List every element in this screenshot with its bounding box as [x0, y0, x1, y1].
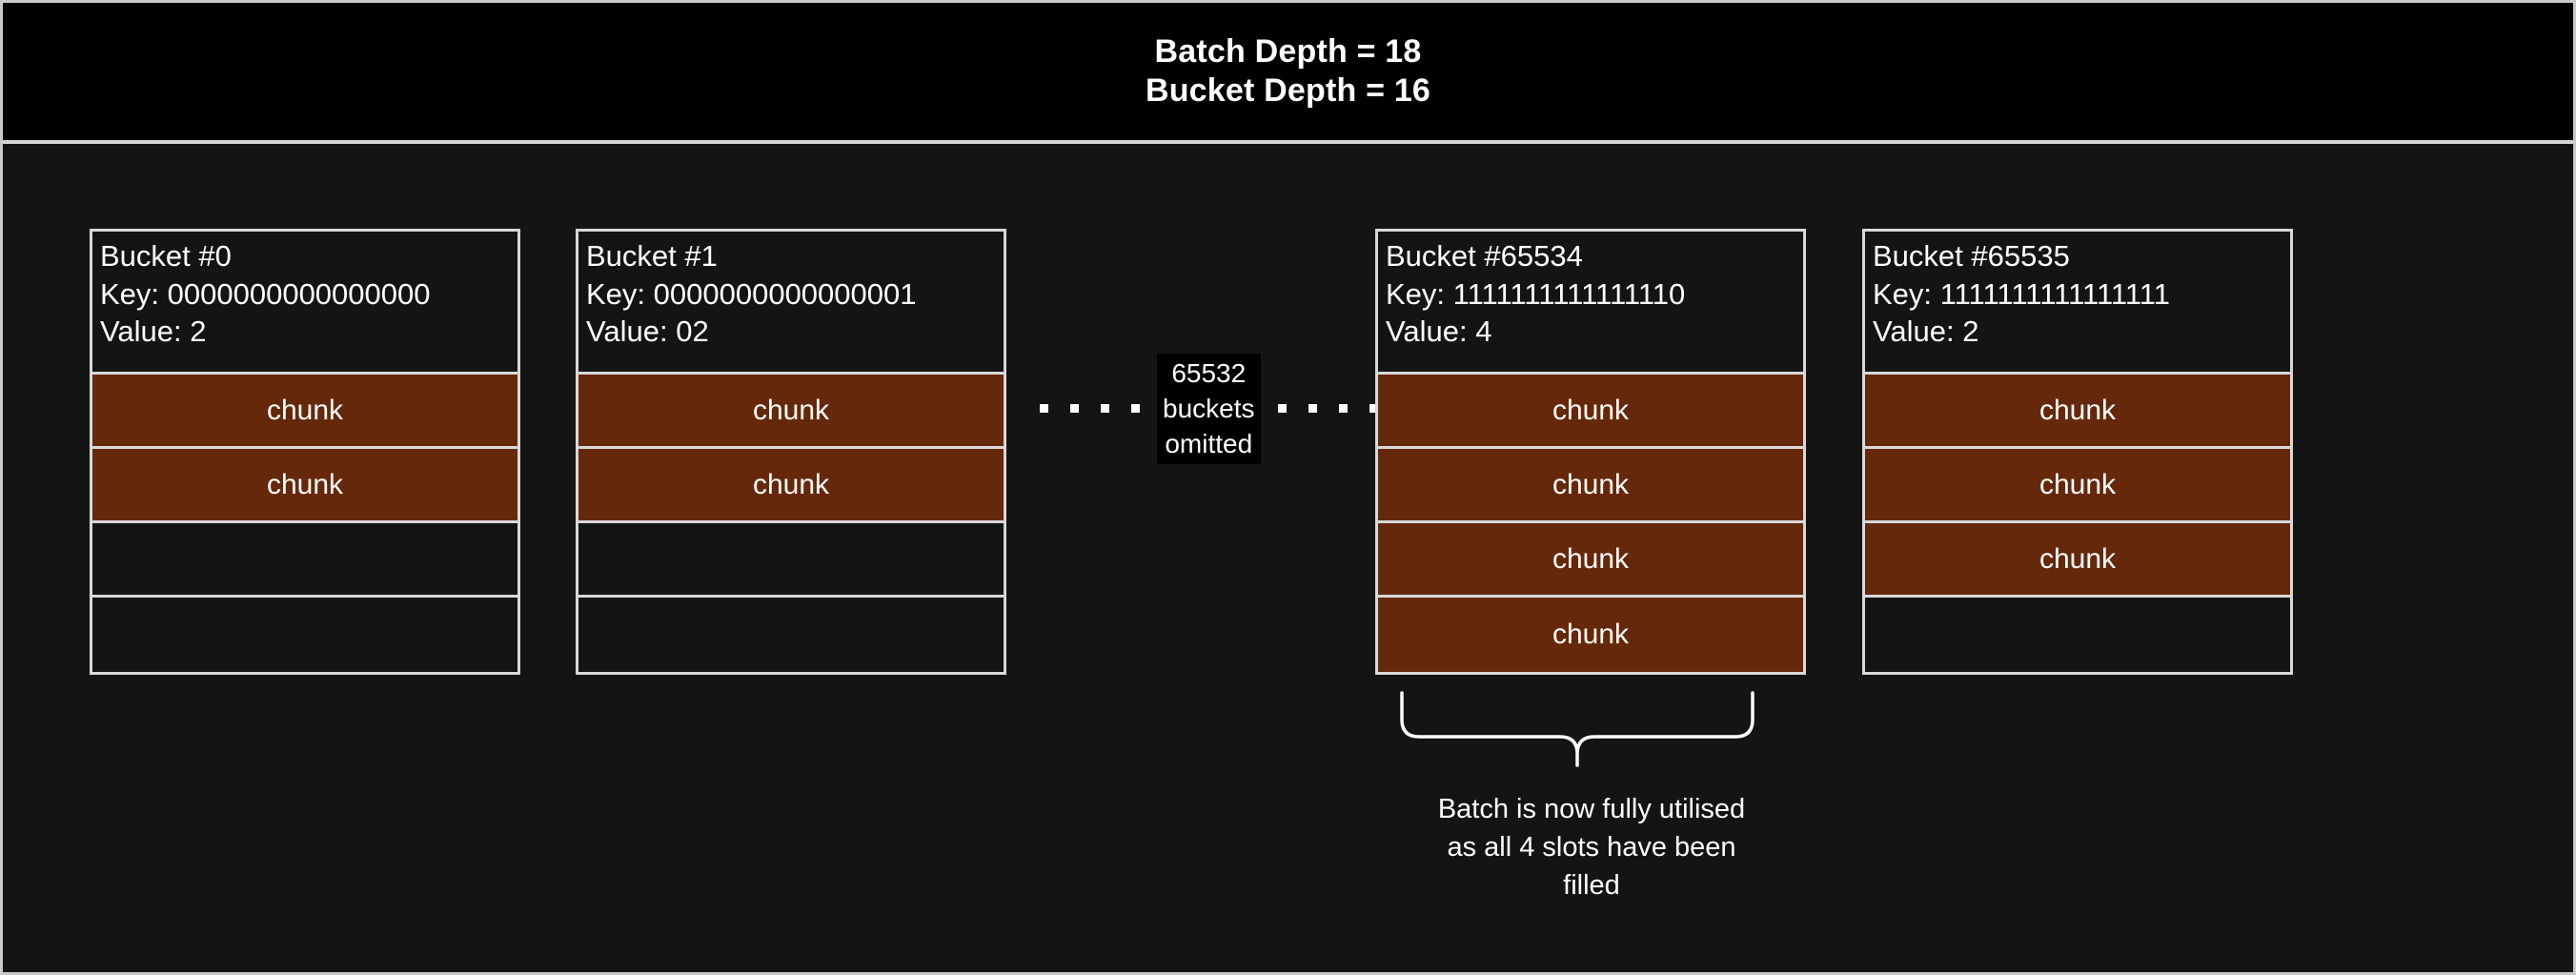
- bucket-0-key: Key: 0000000000000000: [100, 276, 431, 311]
- header-band: Batch Depth = 18 Bucket Depth = 16: [3, 3, 2573, 144]
- bucket-1-value: Value: 02: [586, 315, 709, 349]
- batch-utilisation-caption: Batch is now fully utilised as all 4 slo…: [1372, 790, 1811, 904]
- bucket-0-slot-0: chunk: [92, 375, 517, 449]
- dot-icon: [1070, 404, 1079, 414]
- omitted-word-omitted: omitted: [1165, 429, 1253, 459]
- dot-icon: [1131, 404, 1140, 414]
- batch-depth-label: Batch Depth = 18: [1154, 32, 1422, 70]
- bucket-65534-slot-2: chunk: [1378, 523, 1803, 598]
- bucket-0-slot-1: chunk: [92, 449, 517, 523]
- bucket-65534-value: Value: 4: [1386, 315, 1492, 349]
- dot-icon: [1308, 404, 1317, 414]
- chunk-label: chunk: [266, 394, 344, 426]
- chunk-label: chunk: [1552, 394, 1630, 426]
- ellipsis-dots-left: [1040, 404, 1140, 414]
- dot-icon: [1369, 404, 1378, 414]
- chunk-label: chunk: [752, 394, 830, 426]
- dot-icon: [1101, 404, 1109, 414]
- dot-icon: [1040, 404, 1048, 414]
- bucket-1: Bucket #1 Key: 0000000000000001 Value: 0…: [576, 229, 1006, 675]
- bucket-65535-slot-3: [1865, 598, 2290, 672]
- buckets-omitted-marker: 65532 buckets omitted: [1040, 354, 1378, 464]
- caption-line-3: filled: [1563, 870, 1620, 902]
- bucket-depth-label: Bucket Depth = 16: [1145, 72, 1431, 109]
- chunk-label: chunk: [2038, 394, 2117, 426]
- caption-line-1: Batch is now fully utilised: [1437, 794, 1746, 824]
- bucket-65534: Bucket #65534 Key: 1111111111111110 Valu…: [1375, 229, 1806, 675]
- chunk-label: chunk: [2038, 468, 2117, 500]
- bucket-0: Bucket #0 Key: 0000000000000000 Value: 2…: [90, 229, 520, 675]
- bucket-0-slot-2: [92, 523, 517, 598]
- chunk-label: chunk: [266, 468, 344, 500]
- ellipsis-dots-right: [1277, 404, 1378, 414]
- bucket-65534-title: Bucket #65534: [1386, 239, 1583, 273]
- caption-line-2: as all 4 slots have been: [1447, 832, 1736, 863]
- bucket-1-slot-3: [578, 598, 1004, 672]
- bucket-1-key: Key: 0000000000000001: [586, 276, 917, 311]
- bucket-65534-header: Bucket #65534 Key: 1111111111111110 Valu…: [1378, 232, 1803, 375]
- bucket-0-title: Bucket #0: [100, 239, 232, 273]
- omitted-word-buckets: buckets: [1163, 394, 1255, 424]
- bucket-65535-header: Bucket #65535 Key: 1111111111111111 Valu…: [1865, 232, 2290, 375]
- bucket-65535-value: Value: 2: [1873, 315, 1979, 349]
- omitted-label: 65532 buckets omitted: [1157, 354, 1261, 464]
- dot-icon: [1277, 404, 1287, 414]
- bucket-0-header: Bucket #0 Key: 0000000000000000 Value: 2: [92, 232, 517, 375]
- batch-brace: [1396, 691, 1758, 767]
- bucket-0-value: Value: 2: [100, 315, 207, 349]
- bucket-65535-slot-0: chunk: [1865, 375, 2290, 449]
- omitted-count: 65532: [1171, 358, 1247, 388]
- bucket-0-slot-3: [92, 598, 517, 672]
- bucket-65534-key: Key: 1111111111111110: [1386, 276, 1686, 311]
- bucket-1-title: Bucket #1: [586, 239, 718, 273]
- dot-icon: [1338, 404, 1348, 414]
- bucket-65535-title: Bucket #65535: [1873, 239, 2070, 273]
- bucket-65535-slot-2: chunk: [1865, 523, 2290, 598]
- bucket-1-slot-2: [578, 523, 1004, 598]
- brace-icon: [1400, 691, 1755, 767]
- bucket-65534-slot-3: chunk: [1378, 598, 1803, 672]
- bucket-65534-slot-1: chunk: [1378, 449, 1803, 523]
- bucket-1-header: Bucket #1 Key: 0000000000000001 Value: 0…: [578, 232, 1004, 375]
- bucket-65534-slot-0: chunk: [1378, 375, 1803, 449]
- chunk-label: chunk: [1552, 542, 1630, 575]
- bucket-65535-slot-1: chunk: [1865, 449, 2290, 523]
- chunk-label: chunk: [2038, 542, 2117, 575]
- bucket-65535-key: Key: 1111111111111111: [1873, 276, 2170, 311]
- bucket-65535: Bucket #65535 Key: 1111111111111111 Valu…: [1862, 229, 2293, 675]
- bucket-1-slot-0: chunk: [578, 375, 1004, 449]
- bucket-1-slot-1: chunk: [578, 449, 1004, 523]
- chunk-label: chunk: [752, 468, 830, 500]
- chunk-label: chunk: [1552, 619, 1630, 650]
- chunk-label: chunk: [1552, 468, 1630, 500]
